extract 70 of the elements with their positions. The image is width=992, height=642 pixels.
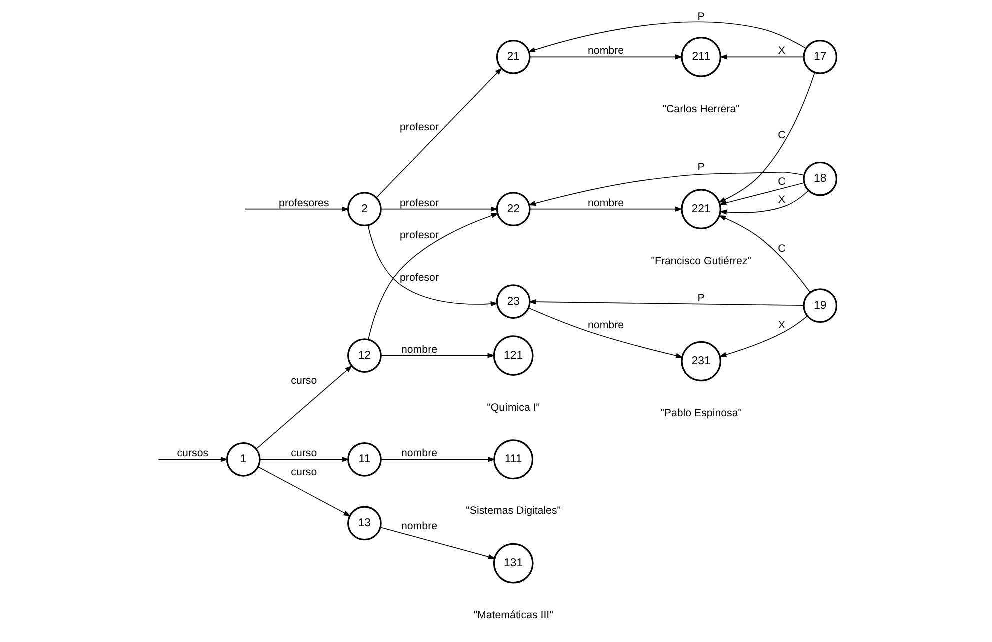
node-label: "Química I": [487, 402, 540, 414]
arrow: [258, 466, 352, 517]
edge-label: P: [698, 161, 705, 174]
node-circle: 231: [681, 341, 722, 382]
node-label: "Carlos Herrera": [662, 103, 740, 116]
arrow: [380, 457, 496, 462]
node-circle: 23: [496, 284, 531, 319]
edge-label: curso: [291, 466, 318, 479]
arrow: [158, 457, 228, 462]
node-circle: 1: [226, 442, 261, 477]
arrow: [720, 54, 804, 60]
node-circle: 2: [348, 192, 382, 227]
node-circle: 221: [681, 189, 722, 230]
node-circle: 211: [681, 36, 722, 78]
arrow: [718, 216, 811, 294]
arrow: [528, 22, 807, 53]
edge-label: nombre: [401, 448, 438, 460]
edge-label: P: [698, 10, 705, 23]
node-label: "Pablo Espinosa": [660, 408, 742, 420]
arrow: [719, 182, 805, 206]
arrow: [530, 54, 683, 60]
node-circle: 131: [493, 543, 534, 584]
arrow: [530, 206, 683, 212]
edge-label: curso: [291, 374, 318, 387]
edge-label: X: [778, 319, 786, 332]
edge-label: profesor: [400, 272, 439, 284]
arrow: [245, 206, 350, 212]
node-circle: 121: [493, 336, 534, 376]
edge-label: nombre: [588, 197, 624, 210]
edge-label: nombre: [401, 344, 438, 356]
node-label: "Matemáticas III": [474, 610, 554, 622]
node-circle: 11: [348, 442, 382, 477]
arrow: [528, 299, 804, 306]
arrow: [528, 308, 684, 358]
node-circle: 22: [496, 192, 531, 227]
edge-label: nombre: [588, 319, 624, 332]
node-label: "Francisco Gutiérrez": [651, 255, 752, 268]
arrow: [368, 213, 499, 340]
node-circle: 13: [348, 506, 382, 541]
arrow: [368, 225, 498, 307]
arrow: [380, 353, 496, 358]
edge-label: C: [778, 129, 786, 142]
arrow: [380, 527, 496, 560]
edge-label: profesor: [400, 197, 439, 210]
edge-label: profesores: [279, 197, 330, 210]
node-circle: 18: [803, 162, 838, 196]
edge-label: curso: [291, 448, 318, 460]
edge-label: nombre: [401, 520, 438, 533]
edge-label: X: [778, 45, 786, 58]
arrow: [720, 190, 810, 215]
arrow: [528, 172, 805, 206]
arrow: [256, 366, 353, 450]
node-circle: 12: [348, 338, 382, 373]
node-circle: 17: [803, 40, 838, 74]
arrow: [719, 316, 808, 358]
edge-label: profesor: [400, 121, 439, 134]
edge-label: cursos: [177, 448, 209, 460]
arrow: [260, 457, 350, 462]
edge-label: nombre: [588, 45, 624, 58]
node-circle: 19: [803, 288, 838, 324]
node-label: "Sistemas Digitales": [466, 504, 562, 517]
arrow: [718, 72, 816, 203]
edge-label: P: [698, 292, 705, 304]
edge-label: C: [778, 243, 786, 256]
node-circle: 111: [494, 440, 534, 480]
arrow: [376, 68, 502, 198]
edge-label: profesor: [400, 229, 439, 242]
edge-label: X: [778, 194, 786, 206]
arrow: [380, 206, 498, 212]
edge-label: C: [778, 176, 786, 188]
